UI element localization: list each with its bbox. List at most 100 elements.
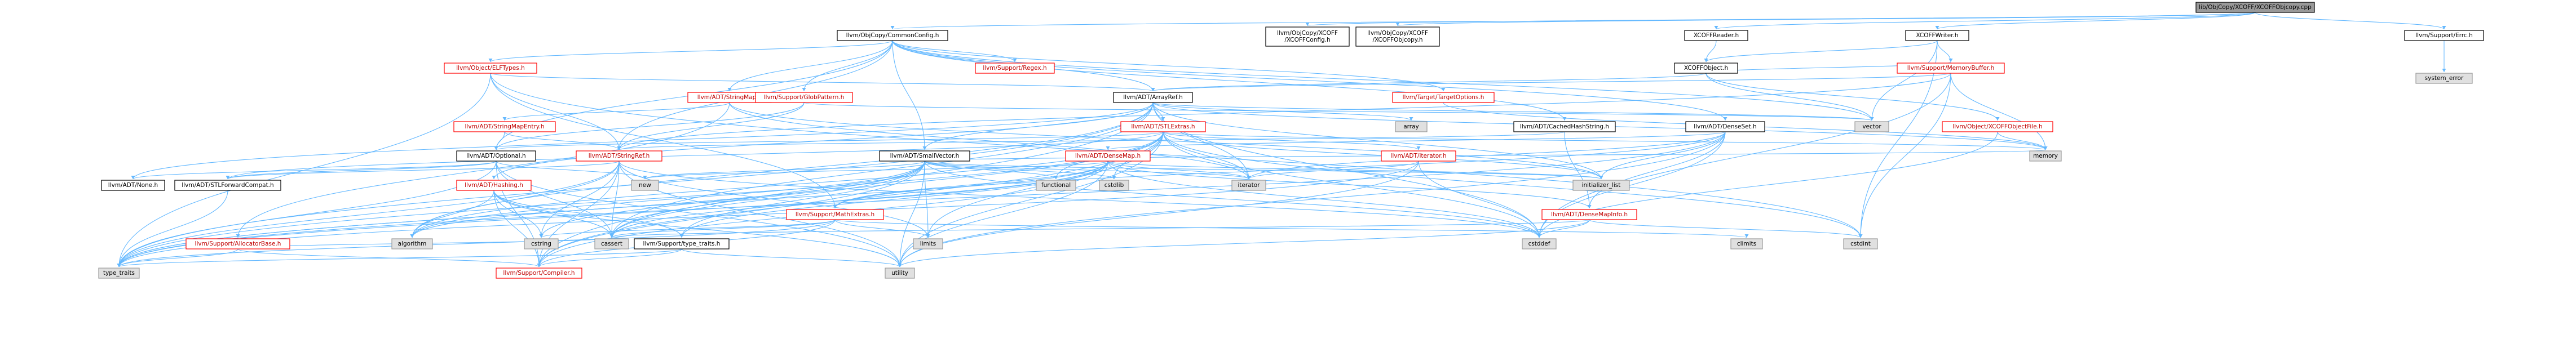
node-box-iteratorh [1381,150,1456,162]
node-label-climits: climits [1737,240,1756,247]
edge-arrow-common-to-targetopt [1441,88,1446,91]
node-root[interactable]: lib/ObjCopy/XCOFF/XCOFFObjcopy.cpp [2195,2,2315,13]
node-xcofconfig[interactable]: llvm/ObjCopy/XCOFF/XCOFFConfig.h [1265,26,1350,47]
edge-densemap-to-densemapinfo [1107,161,1590,209]
edge-strmap-to-allocbase [237,102,730,238]
node-optional[interactable]: llvm/ADT/Optional.h [456,150,536,162]
edge-smallvector-to-new [644,161,925,180]
edge-densemap-to-new [644,161,1108,180]
node-label-none: llvm/ADT/None.h [108,182,158,189]
node-cstring: cstring [524,238,559,249]
node-arrayref[interactable]: llvm/ADT/ArrayRef.h [1113,92,1193,103]
node-smallvector[interactable]: llvm/ADT/SmallVector.h [879,150,970,162]
node-stlextras[interactable]: llvm/ADT/STLExtras.h [1120,121,1206,132]
edge-membuf-to-cstdint [1860,73,1951,238]
edge-denseset-to-initlist [1601,131,1726,180]
node-strmap[interactable]: llvm/ADT/StringMap.h [687,92,772,103]
node-box-strmapentry [453,121,556,132]
edge-membuf-to-arrayref [1152,73,1951,92]
node-regex[interactable]: llvm/Support/Regex.h [975,63,1055,74]
node-label-hashing: llvm/ADT/Hashing.h [465,182,523,189]
node-elftypes[interactable]: llvm/Object/ELFTypes.h [444,63,537,74]
node-common[interactable]: llvm/ObjCopy/CommonConfig.h [837,30,948,41]
edge-hashing-to-algorithm [412,190,494,238]
node-none[interactable]: llvm/ADT/None.h [101,180,165,191]
edge-arrayref-to-vector [1152,102,1872,121]
node-mathextras[interactable]: llvm/Support/MathExtras.h [786,209,884,220]
node-label-xcofobjcopy: llvm/ObjCopy/XCOFF [1367,30,1428,37]
node-targetopt[interactable]: llvm/Target/TargetOptions.h [1392,92,1495,103]
edge-arrow-typetraits_h-to-compiler [537,264,541,267]
node-type_traits: type_traits [98,268,140,279]
node-compiler[interactable]: llvm/Support/Compiler.h [496,268,582,279]
node-label-strmapentry: llvm/ADT/StringMapEntry.h [465,123,545,130]
node-iterator: iterator [1231,180,1266,191]
node-label-typetraits_h: llvm/Support/type_traits.h [643,240,721,247]
node-xcofobj[interactable]: XCOFFObject.h [1674,63,1738,74]
node-label-type_traits: type_traits [103,270,135,277]
edge-root-to-errc [2255,12,2445,30]
edge-common-to-cachedhash [892,40,1565,121]
node-densemap[interactable]: llvm/ADT/DenseMap.h [1065,150,1151,162]
edge-arrow-root-to-xreader [1714,26,1718,29]
node-box-denseset [1685,121,1765,132]
edge-arrayref-to-smallvector [924,102,1154,150]
edge-glob-to-vector [803,102,1872,121]
node-box-functional [1036,180,1076,191]
node-membuf[interactable]: llvm/Support/MemoryBuffer.h [1897,63,2005,74]
node-densemapinfo[interactable]: llvm/ADT/DenseMapInfo.h [1541,209,1637,220]
node-cachedhash[interactable]: llvm/ADT/CachedHashString.h [1513,121,1616,132]
node-box-cstdlib [1099,180,1129,191]
node-xcofobjcopy[interactable]: llvm/ObjCopy/XCOFF/XCOFFObjcopy.h [1355,26,1440,47]
node-glob[interactable]: llvm/Support/GlobPattern.h [755,92,853,103]
node-iteratorh[interactable]: llvm/ADT/iterator.h [1381,150,1456,162]
node-typetraits_h[interactable]: llvm/Support/type_traits.h [634,238,730,249]
node-xwriter[interactable]: XCOFFWriter.h [1905,30,1969,41]
edge-arrow-arrayref-to-vector [1870,117,1874,121]
node-label-mathextras: llvm/Support/MathExtras.h [796,211,874,218]
edge-densemapinfo-to-utility [899,219,1590,268]
edge-strmap-to-iterator [729,102,1249,180]
node-stlfwd[interactable]: llvm/ADT/STLForwardCompat.h [174,180,281,191]
edge-common-to-strmap [729,40,893,92]
edge-arrow-optional-to-none [131,176,135,179]
node-box-root [2195,2,2315,13]
edge-typetraits_h-to-utility [681,248,900,268]
node-errc[interactable]: llvm/Support/Errc.h [2404,30,2484,41]
node-strmapentry[interactable]: llvm/ADT/StringMapEntry.h [453,121,556,132]
edge-arrow-densemap-to-densemapinfo [1587,205,1592,208]
node-box-mathextras [786,209,884,220]
edge-root-to-xwriter [1937,12,2256,30]
edge-arrow-hashing-to-algorithm [410,234,414,238]
node-box-initlist [1572,180,1630,191]
node-hashing[interactable]: llvm/ADT/Hashing.h [456,180,532,191]
edge-smallvector-to-cassert [611,161,925,238]
edge-arrayref-to-initlist [1152,102,1602,180]
node-label-utility: utility [891,270,908,277]
node-box-membuf [1897,63,2005,74]
node-allocbase[interactable]: llvm/Support/AllocatorBase.h [185,238,290,249]
node-functional: functional [1036,180,1076,191]
edge-xwriter-to-xcofobj [1705,40,1938,63]
node-label-root: lib/ObjCopy/XCOFF/XCOFFObjcopy.cpp [2199,4,2312,11]
edge-arrow-common-to-strmap [727,88,732,91]
node-box-typetraits_h [634,238,730,249]
node-label-cstring: cstring [531,240,551,247]
edge-arrow-strmap-to-strmapentry [502,117,507,121]
node-label-densemapinfo: llvm/ADT/DenseMapInfo.h [1551,211,1628,218]
edge-arrow-iteratorh-to-iterator [1247,176,1251,179]
edge-smallvector-to-cstddef [924,161,1540,238]
node-box-targetopt [1392,92,1495,103]
node-xreader[interactable]: XCOFFReader.h [1684,30,1748,41]
edge-root-to-xcofconfig [1307,12,2256,26]
node-label-stlfwd: llvm/ADT/STLForwardCompat.h [182,182,273,189]
edge-membuf-to-cstddef [1539,73,1951,238]
edge-xcofobj-to-arrayref [1152,73,1707,92]
edge-arrow-common-to-denseset [1723,117,1727,121]
edge-arrow-root-to-xcofconfig [1305,23,1310,26]
node-xcofobjfile[interactable]: llvm/Object/XCOFFObjectFile.h [1942,121,2053,132]
node-denseset[interactable]: llvm/ADT/DenseSet.h [1685,121,1765,132]
edge-arrow-arrayref-to-stlextras [1161,117,1165,121]
node-stringref[interactable]: llvm/ADT/StringRef.h [576,150,662,162]
node-box-xcofconfig [1265,26,1350,47]
